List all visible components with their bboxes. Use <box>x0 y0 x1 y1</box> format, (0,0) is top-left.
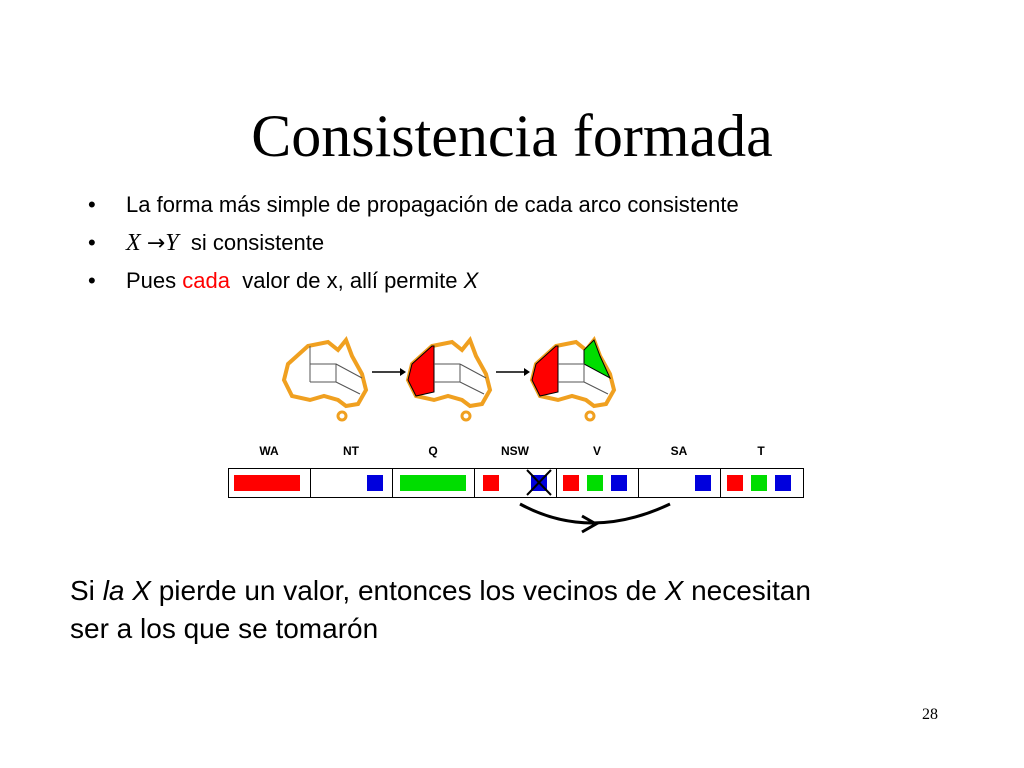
australia-map-icon <box>529 336 617 422</box>
variable-x: X <box>463 268 479 293</box>
bullet-item-1: • La forma más simple de propagación de … <box>84 186 739 224</box>
green-value <box>400 475 466 491</box>
domain-table <box>228 468 804 498</box>
domain-cell-wa <box>229 469 311 497</box>
text-segment: pierde un valor, entonces los vecinos de <box>158 575 657 606</box>
domain-labels-row: WA NT Q NSW V SA T <box>228 444 804 464</box>
bullet-dot: • <box>88 268 96 293</box>
bullet-dot: • <box>88 230 96 255</box>
bullet-list: • La forma más simple de propagación de … <box>84 186 739 300</box>
label-sa: SA <box>670 444 688 458</box>
explanation-text: Si la X pierde un valor, entonces los ve… <box>70 572 970 648</box>
bullet-text-mid: valor de x, allí permite <box>242 268 458 293</box>
domain-cell-sa <box>639 469 721 497</box>
label-wa: WA <box>259 444 279 458</box>
arrow-right-icon: → <box>146 231 166 256</box>
green-value <box>751 475 767 491</box>
domain-cell-nt <box>311 469 393 497</box>
australia-map-icon <box>281 336 369 422</box>
variable-x: X <box>126 230 141 256</box>
label-t: T <box>757 444 765 458</box>
red-value <box>727 475 743 491</box>
arc-arrow-icon <box>519 502 671 534</box>
bullet-text: La forma más simple de propagación de ca… <box>126 192 739 217</box>
arc-consistency-figure: WA NT Q NSW V SA T <box>220 334 810 544</box>
variable-y: Y <box>165 230 179 256</box>
label-q: Q <box>428 444 438 458</box>
blue-value <box>775 475 791 491</box>
red-value <box>563 475 579 491</box>
blue-value <box>367 475 383 491</box>
label-nsw: NSW <box>501 444 529 458</box>
text-segment-italic: X <box>664 575 684 606</box>
cross-icon <box>526 469 552 496</box>
text-segment: Si <box>70 575 95 606</box>
slide-title: Consistencia formada <box>251 103 773 169</box>
blue-value <box>695 475 711 491</box>
page-number: 28 <box>922 706 938 723</box>
text-segment: necesitan <box>691 575 811 606</box>
bullet-item-2: • X →Y si consistente <box>84 224 739 262</box>
bullet-text: si consistente <box>190 230 325 255</box>
highlight-word: cada <box>182 268 230 293</box>
red-value <box>483 475 499 491</box>
domain-cell-t <box>721 469 805 497</box>
australia-map-icon <box>405 336 493 422</box>
bullet-item-3: • Pues cada valor de x, allí permite X <box>84 262 739 300</box>
text-segment-italic: la X <box>102 575 151 606</box>
domain-cell-nsw <box>475 469 557 497</box>
label-v: V <box>592 444 601 458</box>
red-value <box>234 475 300 491</box>
australia-maps-sequence <box>281 336 617 422</box>
domain-cell-q <box>393 469 475 497</box>
text-segment: ser a los que se tomarón <box>70 613 379 644</box>
blue-value <box>611 475 627 491</box>
bullet-dot: • <box>88 192 96 217</box>
green-value <box>587 475 603 491</box>
domain-cell-v <box>557 469 639 497</box>
label-nt: NT <box>343 444 359 458</box>
bullet-text-pre: Pues <box>126 268 177 293</box>
